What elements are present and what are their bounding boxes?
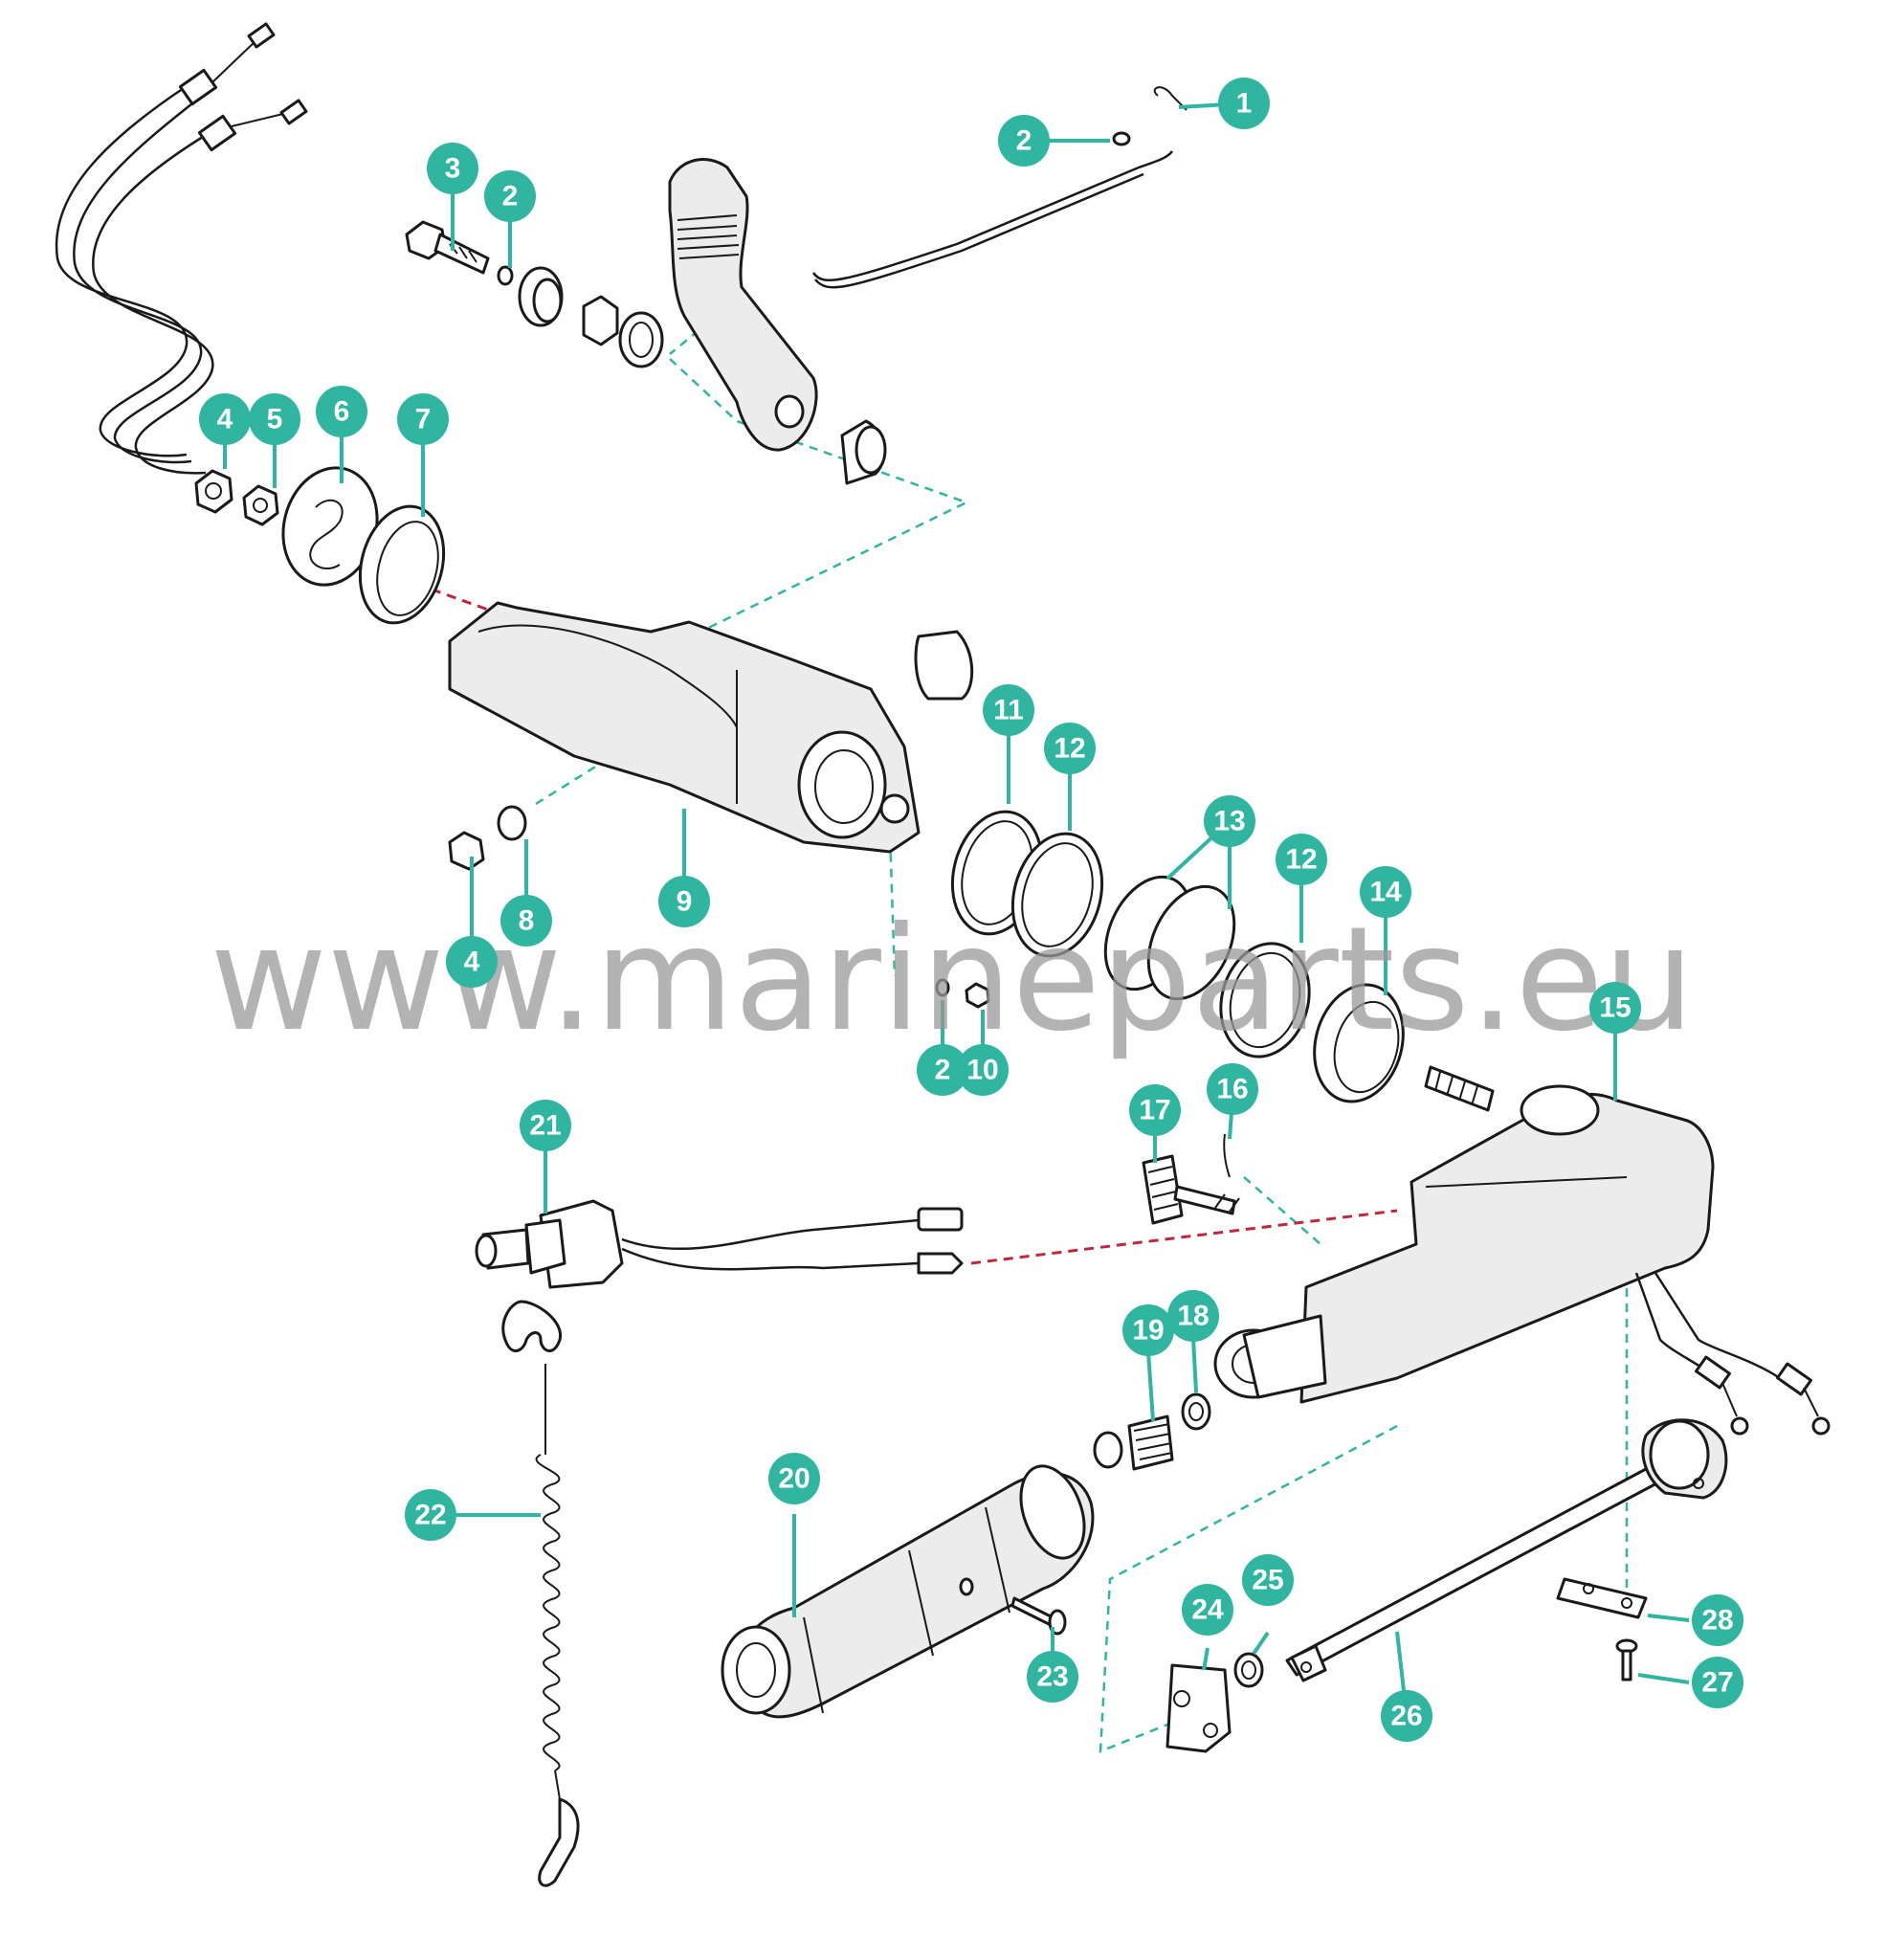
svg-text:18: 18 bbox=[1177, 1301, 1209, 1332]
callout-1: 1 bbox=[1218, 78, 1270, 129]
svg-text:21: 21 bbox=[529, 1110, 561, 1142]
callout-21: 21 bbox=[520, 1100, 571, 1151]
tiller-housing bbox=[448, 601, 921, 854]
svg-text:11: 11 bbox=[993, 695, 1024, 726]
callout-8: 8 bbox=[500, 895, 552, 947]
svg-text:13: 13 bbox=[1213, 806, 1245, 837]
callout-12a: 12 bbox=[1044, 723, 1096, 774]
svg-text:14: 14 bbox=[1369, 877, 1402, 908]
callout-16: 16 bbox=[1207, 1063, 1258, 1115]
svg-text:1: 1 bbox=[1236, 88, 1253, 120]
svg-text:9: 9 bbox=[677, 886, 693, 918]
clamp-block bbox=[1166, 1652, 1264, 1753]
svg-text:25: 25 bbox=[1252, 1565, 1283, 1596]
callout-23: 23 bbox=[1027, 1651, 1078, 1703]
callout-5: 5 bbox=[249, 393, 300, 445]
svg-text:22: 22 bbox=[414, 1500, 446, 1531]
grip-screw bbox=[1010, 1596, 1067, 1636]
tiller-lever bbox=[668, 158, 887, 485]
callout-12b: 12 bbox=[1276, 834, 1327, 885]
callout-19: 19 bbox=[1122, 1304, 1174, 1356]
svg-text:15: 15 bbox=[1599, 992, 1631, 1024]
callout-6: 6 bbox=[316, 386, 367, 437]
friction-screw bbox=[1142, 1133, 1240, 1225]
callout-10: 10 bbox=[957, 1044, 1009, 1096]
stop-switch bbox=[475, 1199, 964, 1289]
throttle-shaft bbox=[1285, 1418, 1728, 1682]
callout-2c: 2 bbox=[917, 1044, 968, 1096]
svg-text:28: 28 bbox=[1701, 1605, 1733, 1637]
callout-3: 3 bbox=[427, 143, 478, 194]
throttle-spring-group bbox=[1093, 1392, 1211, 1471]
svg-text:16: 16 bbox=[1216, 1074, 1248, 1105]
svg-text:12: 12 bbox=[1054, 733, 1085, 765]
svg-text:20: 20 bbox=[778, 1463, 810, 1495]
seal-rings bbox=[914, 630, 1495, 1112]
callout-4a: 4 bbox=[199, 393, 251, 445]
svg-text:2: 2 bbox=[1016, 125, 1032, 157]
callout-25: 25 bbox=[1242, 1554, 1294, 1606]
callout-22: 22 bbox=[405, 1489, 456, 1541]
svg-text:26: 26 bbox=[1390, 1701, 1422, 1732]
svg-text:8: 8 bbox=[519, 905, 535, 937]
svg-text:5: 5 bbox=[267, 404, 283, 435]
callout-27: 27 bbox=[1692, 1657, 1743, 1708]
callout-9: 9 bbox=[658, 876, 710, 927]
callout-18: 18 bbox=[1167, 1290, 1219, 1342]
lower-nut-group bbox=[448, 805, 527, 871]
svg-text:24: 24 bbox=[1191, 1594, 1224, 1626]
twist-grip bbox=[721, 1464, 1095, 1719]
friction-group bbox=[194, 466, 446, 625]
svg-text:7: 7 bbox=[415, 404, 432, 435]
svg-text:17: 17 bbox=[1139, 1095, 1170, 1126]
svg-text:19: 19 bbox=[1132, 1315, 1164, 1347]
pivot-bolt-group bbox=[405, 220, 664, 368]
svg-text:3: 3 bbox=[445, 153, 461, 185]
watermark-text: www.marineparts.eu bbox=[210, 897, 1695, 1063]
svg-text:2: 2 bbox=[502, 181, 519, 212]
tiller-arm bbox=[1213, 1084, 1831, 1436]
callout-24: 24 bbox=[1182, 1584, 1233, 1636]
callout-14: 14 bbox=[1360, 866, 1411, 918]
callout-4b: 4 bbox=[446, 936, 498, 988]
svg-text:2: 2 bbox=[935, 1055, 951, 1086]
callouts: 1 2 2 3 2 4 5 6 7 9 4 8 11 12 13 12 14 1… bbox=[199, 78, 1743, 1742]
linkage-rod bbox=[811, 86, 1188, 289]
svg-text:27: 27 bbox=[1701, 1667, 1733, 1699]
svg-text:4: 4 bbox=[464, 947, 480, 978]
callout-17: 17 bbox=[1129, 1084, 1181, 1136]
svg-text:10: 10 bbox=[966, 1055, 998, 1086]
lanyard bbox=[501, 1300, 580, 1887]
callout-28: 28 bbox=[1692, 1594, 1743, 1646]
callout-2a: 2 bbox=[998, 115, 1050, 167]
svg-text:6: 6 bbox=[334, 396, 350, 428]
callout-20: 20 bbox=[768, 1453, 820, 1504]
callout-13: 13 bbox=[1204, 795, 1255, 847]
svg-text:12: 12 bbox=[1285, 844, 1317, 876]
callout-7: 7 bbox=[397, 393, 449, 445]
throttle-cables bbox=[55, 22, 308, 475]
callout-11: 11 bbox=[983, 684, 1034, 736]
callout-2b: 2 bbox=[484, 170, 536, 222]
svg-text:4: 4 bbox=[217, 404, 233, 435]
svg-text:23: 23 bbox=[1036, 1661, 1068, 1693]
callout-15: 15 bbox=[1589, 982, 1641, 1034]
small-washer-nut bbox=[935, 978, 990, 1009]
callout-26: 26 bbox=[1381, 1690, 1432, 1742]
